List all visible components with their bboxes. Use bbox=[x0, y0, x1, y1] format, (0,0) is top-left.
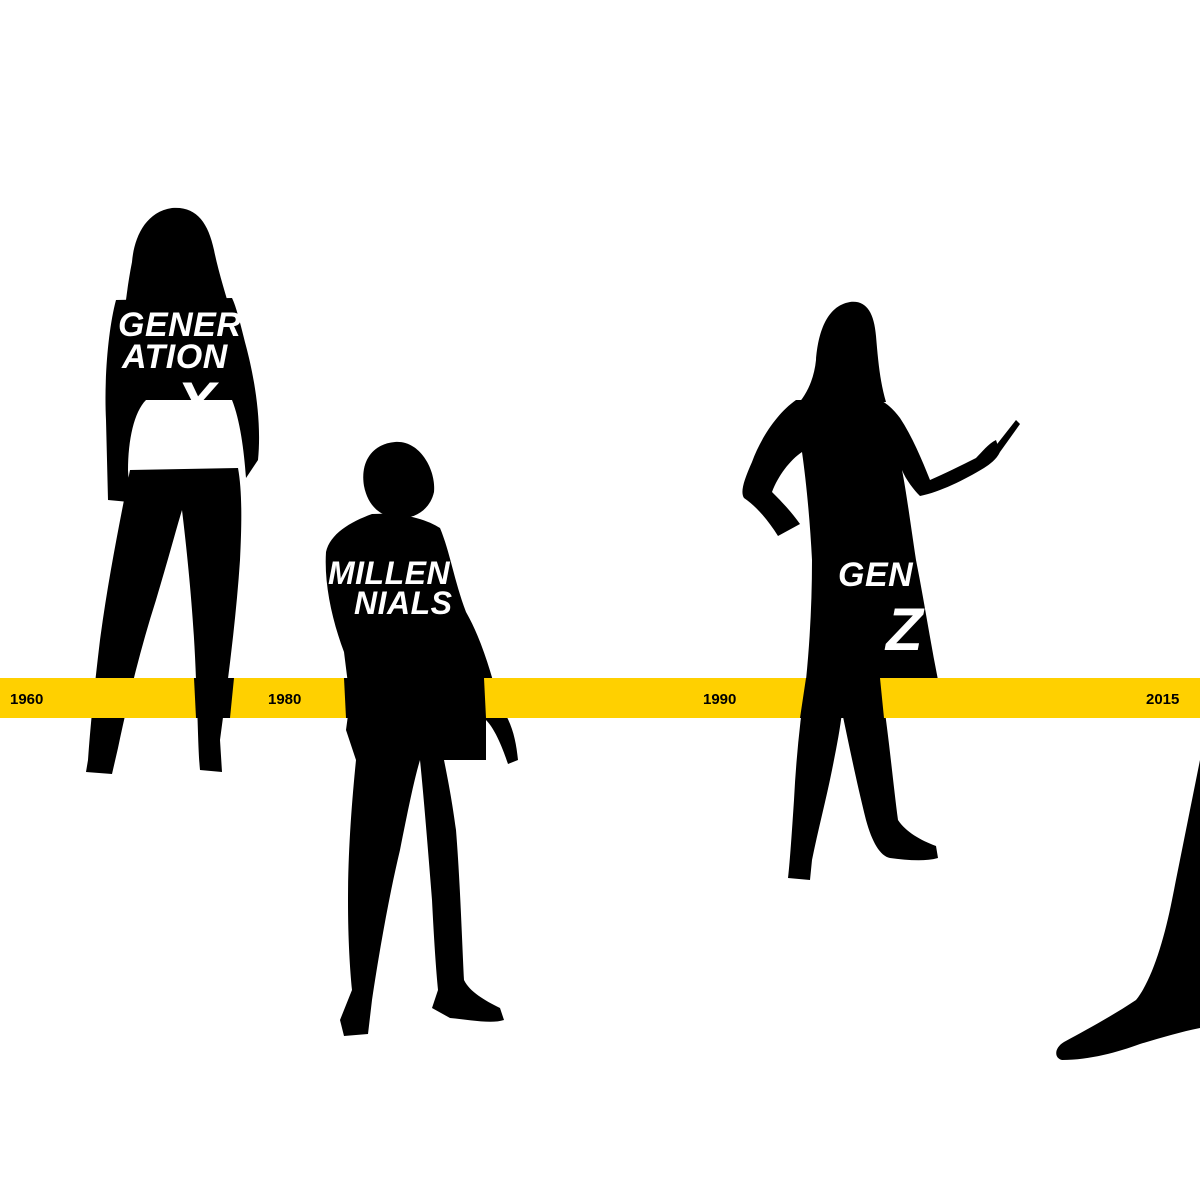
year-label-1980: 1980 bbox=[268, 691, 301, 708]
man-silhouette-icon bbox=[325, 441, 518, 1036]
woman-pointing-silhouette-icon bbox=[742, 301, 1020, 880]
partial-legs-silhouette-icon bbox=[1056, 760, 1200, 1060]
year-label-1990: 1990 bbox=[703, 691, 736, 708]
woman-pointing-silhouette-legs-front bbox=[800, 678, 884, 718]
gen-x-label-line3: X bbox=[173, 370, 220, 437]
year-label-1960: 1960 bbox=[10, 691, 43, 708]
gen-z-label-line1: GEN bbox=[838, 556, 914, 594]
gen-x-label-line1: GENER bbox=[118, 306, 241, 344]
timeline-band bbox=[0, 678, 1200, 718]
gen-x-label-line2: ATION bbox=[121, 338, 229, 376]
woman-silhouette-legs-front bbox=[194, 678, 234, 718]
gen-z-label-line2: Z bbox=[884, 596, 925, 663]
year-label-2015: 2015 bbox=[1146, 691, 1179, 708]
millennials-label-line2: NIALS bbox=[354, 585, 453, 621]
man-silhouette-torso-front bbox=[344, 678, 486, 718]
millennials-label-line1: MILLEN bbox=[328, 555, 450, 591]
